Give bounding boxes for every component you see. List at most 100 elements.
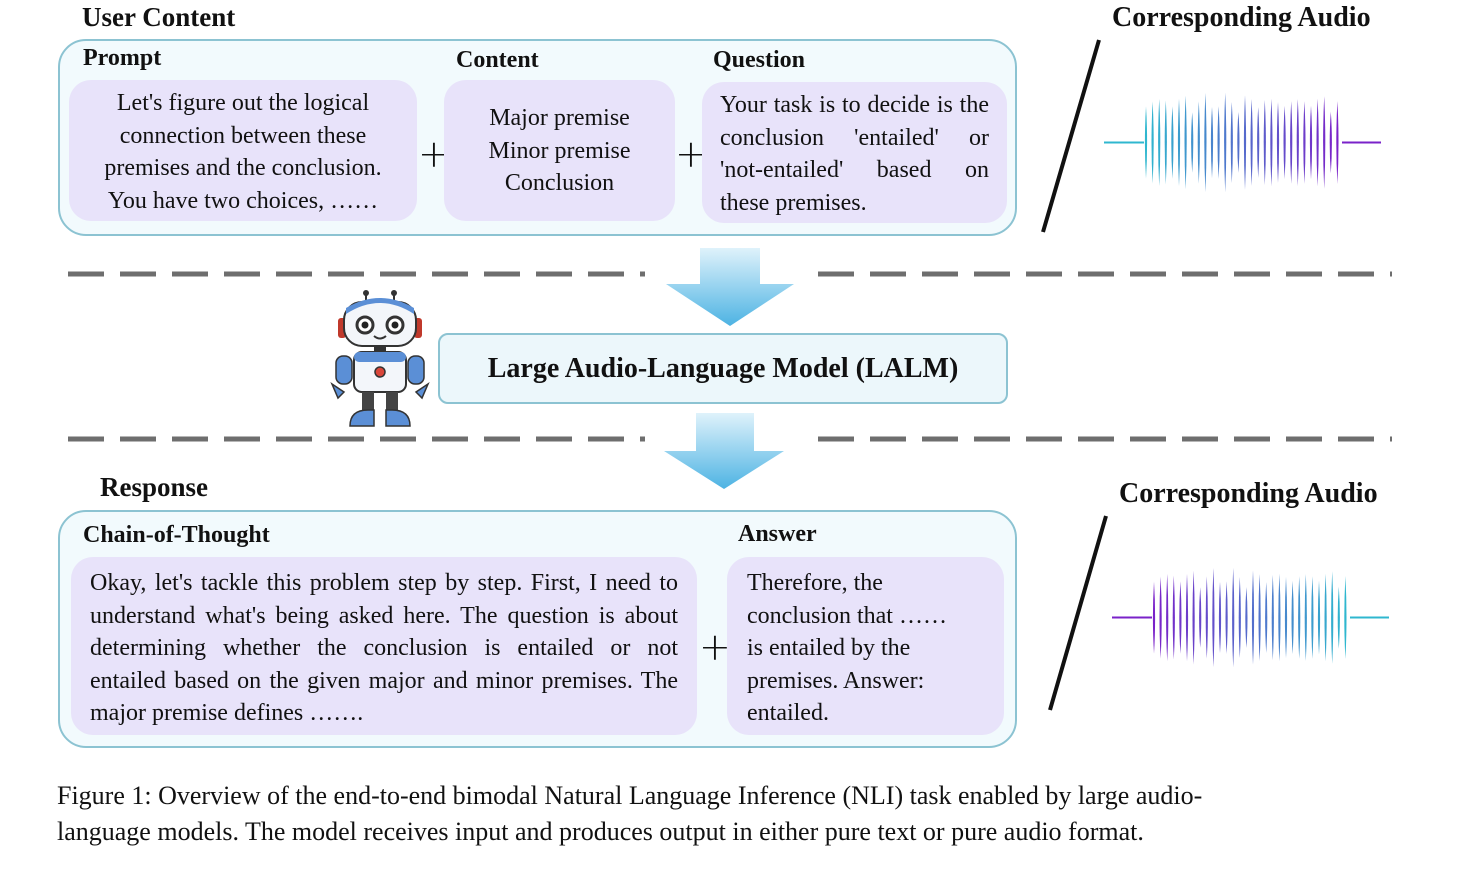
waveform-bar xyxy=(1184,95,1187,190)
prompt-line: connection between these xyxy=(119,122,367,149)
waveform-bar xyxy=(1296,99,1299,186)
plus-sign: + xyxy=(675,132,707,176)
answer-line: entailed. xyxy=(747,700,829,726)
waveform-bar xyxy=(1317,580,1321,655)
waveform-bar xyxy=(1212,567,1215,668)
waveform-bar xyxy=(1217,106,1220,179)
waveform-bar xyxy=(1278,573,1281,662)
answer-line: premises. Answer: xyxy=(747,667,925,694)
waveform-bar xyxy=(1276,101,1280,184)
waveform-bar xyxy=(1225,581,1228,654)
waveform-bar xyxy=(1166,573,1169,662)
waveform-bar xyxy=(1344,575,1347,660)
prompt-line: You have two choices, …… xyxy=(107,187,379,214)
waveform-bar xyxy=(1158,98,1161,187)
caption-line: Figure 1: Overview of the end-to-end bim… xyxy=(57,781,1203,810)
waveform-bar xyxy=(1316,98,1319,187)
lalm-box: Large Audio-Language Model (LALM) xyxy=(438,333,1008,404)
waveform-bar xyxy=(1303,101,1306,184)
waveform-bar xyxy=(1331,571,1334,664)
answer-card: Therefore, the conclusion that …… is ent… xyxy=(727,557,1004,735)
bottom-divider-slash xyxy=(1048,515,1108,711)
caption-line: language models. The model receives inpu… xyxy=(57,817,1144,846)
plus-sign: + xyxy=(699,625,731,669)
waveform-bar xyxy=(1309,105,1313,180)
section-separators xyxy=(68,271,1392,442)
waveform-bar xyxy=(1324,573,1327,662)
waveform-bar xyxy=(1144,106,1148,179)
waveform-bar xyxy=(1263,99,1266,186)
content-line: Minor premise xyxy=(488,137,631,164)
waveform-bar xyxy=(1257,106,1260,179)
response-title: Response xyxy=(100,472,209,502)
waveform-bar xyxy=(1270,98,1273,187)
top-divider-slash xyxy=(1041,39,1101,233)
waveform-bar xyxy=(1230,101,1233,184)
waveform-bar xyxy=(1271,574,1274,661)
question-card: Your task is to decide is the conclusion… xyxy=(702,82,1007,223)
waveform-bar xyxy=(1171,106,1174,179)
waveform-bar xyxy=(1232,567,1235,668)
waveform-bar xyxy=(1177,98,1181,187)
waveform-bar xyxy=(1197,101,1200,184)
waveform-bar xyxy=(1224,92,1227,193)
waveform-bar xyxy=(1250,98,1253,187)
waveform-bar xyxy=(1337,586,1340,649)
answer-line: conclusion that …… xyxy=(747,602,947,629)
top-audio-label: Corresponding Audio xyxy=(1112,2,1371,33)
waveform-bar xyxy=(1204,92,1207,193)
waveform-bar xyxy=(1152,581,1156,654)
waveform-bar xyxy=(1291,580,1294,655)
robot-icon xyxy=(330,290,430,427)
cot-label: Chain-of-Thought xyxy=(83,522,270,548)
waveform-bar xyxy=(1290,101,1293,184)
waveform-bar xyxy=(1298,576,1301,659)
waveform-bar xyxy=(1245,587,1248,648)
answer-label: Answer xyxy=(738,521,817,547)
waveform-bar xyxy=(1205,576,1208,659)
top-audio-waveform-icon xyxy=(1104,92,1381,193)
waveform-bar xyxy=(1336,100,1339,185)
question-text: Your task is to decide is the conclusion… xyxy=(720,92,989,216)
waveform-bar xyxy=(1164,100,1167,185)
waveform-bar xyxy=(1311,576,1314,659)
waveform-bar xyxy=(1192,570,1195,665)
content-card: Major premise Minor premise Conclusion xyxy=(444,80,675,221)
answer-line: Therefore, the xyxy=(747,570,883,596)
waveform-bar xyxy=(1238,576,1241,659)
waveform-bar xyxy=(1191,112,1194,173)
waveform-bar xyxy=(1237,112,1240,173)
cot-card: Okay, let's tackle this problem step by … xyxy=(71,557,697,735)
figure-caption: Figure 1: Overview of the end-to-end bim… xyxy=(57,778,1427,850)
waveform-bar xyxy=(1179,581,1182,654)
bottom-audio-waveform-icon xyxy=(1112,567,1389,668)
waveform-bar xyxy=(1323,96,1326,189)
waveform-bar xyxy=(1258,573,1261,662)
prompt-label: Prompt xyxy=(83,45,162,71)
waveform-bar xyxy=(1265,581,1268,654)
waveform-bar xyxy=(1210,106,1214,179)
waveform-bar xyxy=(1185,573,1189,662)
waveform-bar xyxy=(1283,105,1286,180)
waveform-bar xyxy=(1284,576,1288,659)
prompt-line: Let's figure out the logical xyxy=(116,90,370,116)
waveform-bar xyxy=(1251,570,1255,665)
content-line: Conclusion xyxy=(504,170,615,196)
prompt-card: Let's figure out the logical connection … xyxy=(69,80,417,221)
answer-line: is entailed by the xyxy=(747,635,911,661)
waveform-bar xyxy=(1243,95,1247,190)
cot-text: Okay, let's tackle this problem step by … xyxy=(90,570,678,726)
bottom-audio-label: Corresponding Audio xyxy=(1119,478,1378,509)
waveform-bar xyxy=(1159,576,1162,659)
content-label: Content xyxy=(456,47,539,73)
waveform-bar xyxy=(1151,101,1154,184)
waveform-bar xyxy=(1329,111,1332,174)
content-line: Major premise xyxy=(489,105,630,131)
waveform-bar xyxy=(1199,587,1202,648)
arrow-down-icon xyxy=(666,248,794,326)
waveform-bar xyxy=(1304,574,1307,661)
user-content-title: User Content xyxy=(82,2,236,32)
waveform-bar xyxy=(1172,575,1175,660)
question-label: Question xyxy=(713,47,806,73)
waveform-bar xyxy=(1218,581,1222,654)
